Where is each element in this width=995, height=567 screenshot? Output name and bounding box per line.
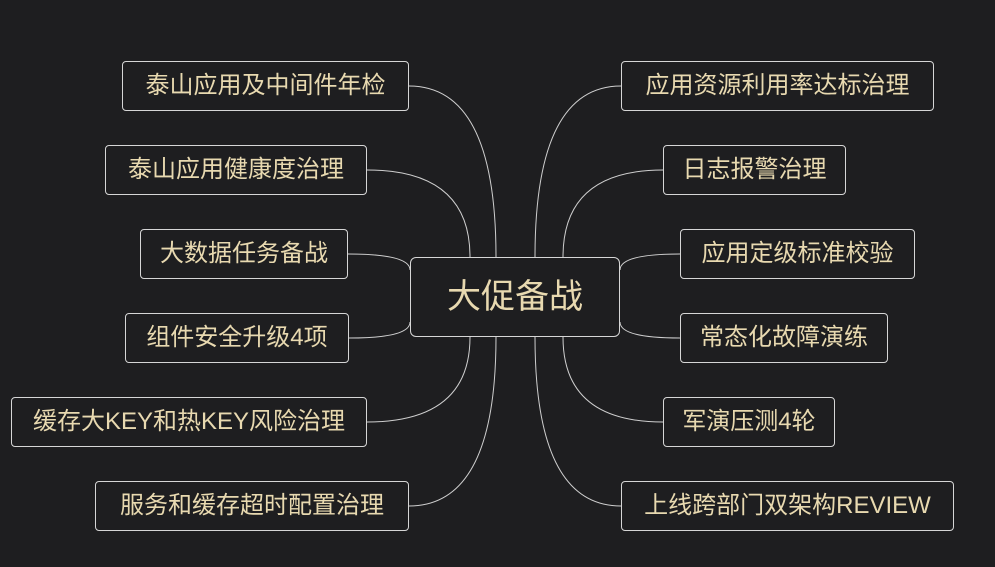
connector-left-5 xyxy=(366,336,471,423)
connector-right-4 xyxy=(619,321,681,339)
topic-resource-utilization[interactable]: 应用资源利用率达标治理 xyxy=(621,61,934,111)
topic-component-security[interactable]: 组件安全升级4项 xyxy=(125,313,349,363)
topic-architecture-review[interactable]: 上线跨部门双架构REVIEW xyxy=(621,481,954,531)
topic-fault-drills[interactable]: 常态化故障演练 xyxy=(680,313,888,363)
connector-left-3 xyxy=(347,253,411,271)
connector-right-1 xyxy=(534,85,622,258)
topic-stress-test[interactable]: 军演压测4轮 xyxy=(663,397,835,447)
topic-annual-inspection[interactable]: 泰山应用及中间件年检 xyxy=(122,61,409,111)
topic-timeout-config[interactable]: 服务和缓存超时配置治理 xyxy=(95,481,409,531)
topic-cache-key-risk[interactable]: 缓存大KEY和热KEY风险治理 xyxy=(11,397,367,447)
connector-left-2 xyxy=(366,169,471,258)
topic-app-grading[interactable]: 应用定级标准校验 xyxy=(680,229,915,279)
connector-left-6 xyxy=(408,336,497,507)
connector-right-5 xyxy=(562,336,664,423)
central-topic[interactable]: 大促备战 xyxy=(410,257,620,337)
connector-right-2 xyxy=(562,169,664,258)
topic-bigdata-tasks[interactable]: 大数据任务备战 xyxy=(140,229,348,279)
connector-right-6 xyxy=(534,336,622,507)
topic-app-health[interactable]: 泰山应用健康度治理 xyxy=(105,145,367,195)
topic-log-alerts[interactable]: 日志报警治理 xyxy=(663,145,846,195)
connector-left-1 xyxy=(408,85,497,258)
connector-left-4 xyxy=(348,321,411,339)
connector-right-3 xyxy=(619,253,681,271)
